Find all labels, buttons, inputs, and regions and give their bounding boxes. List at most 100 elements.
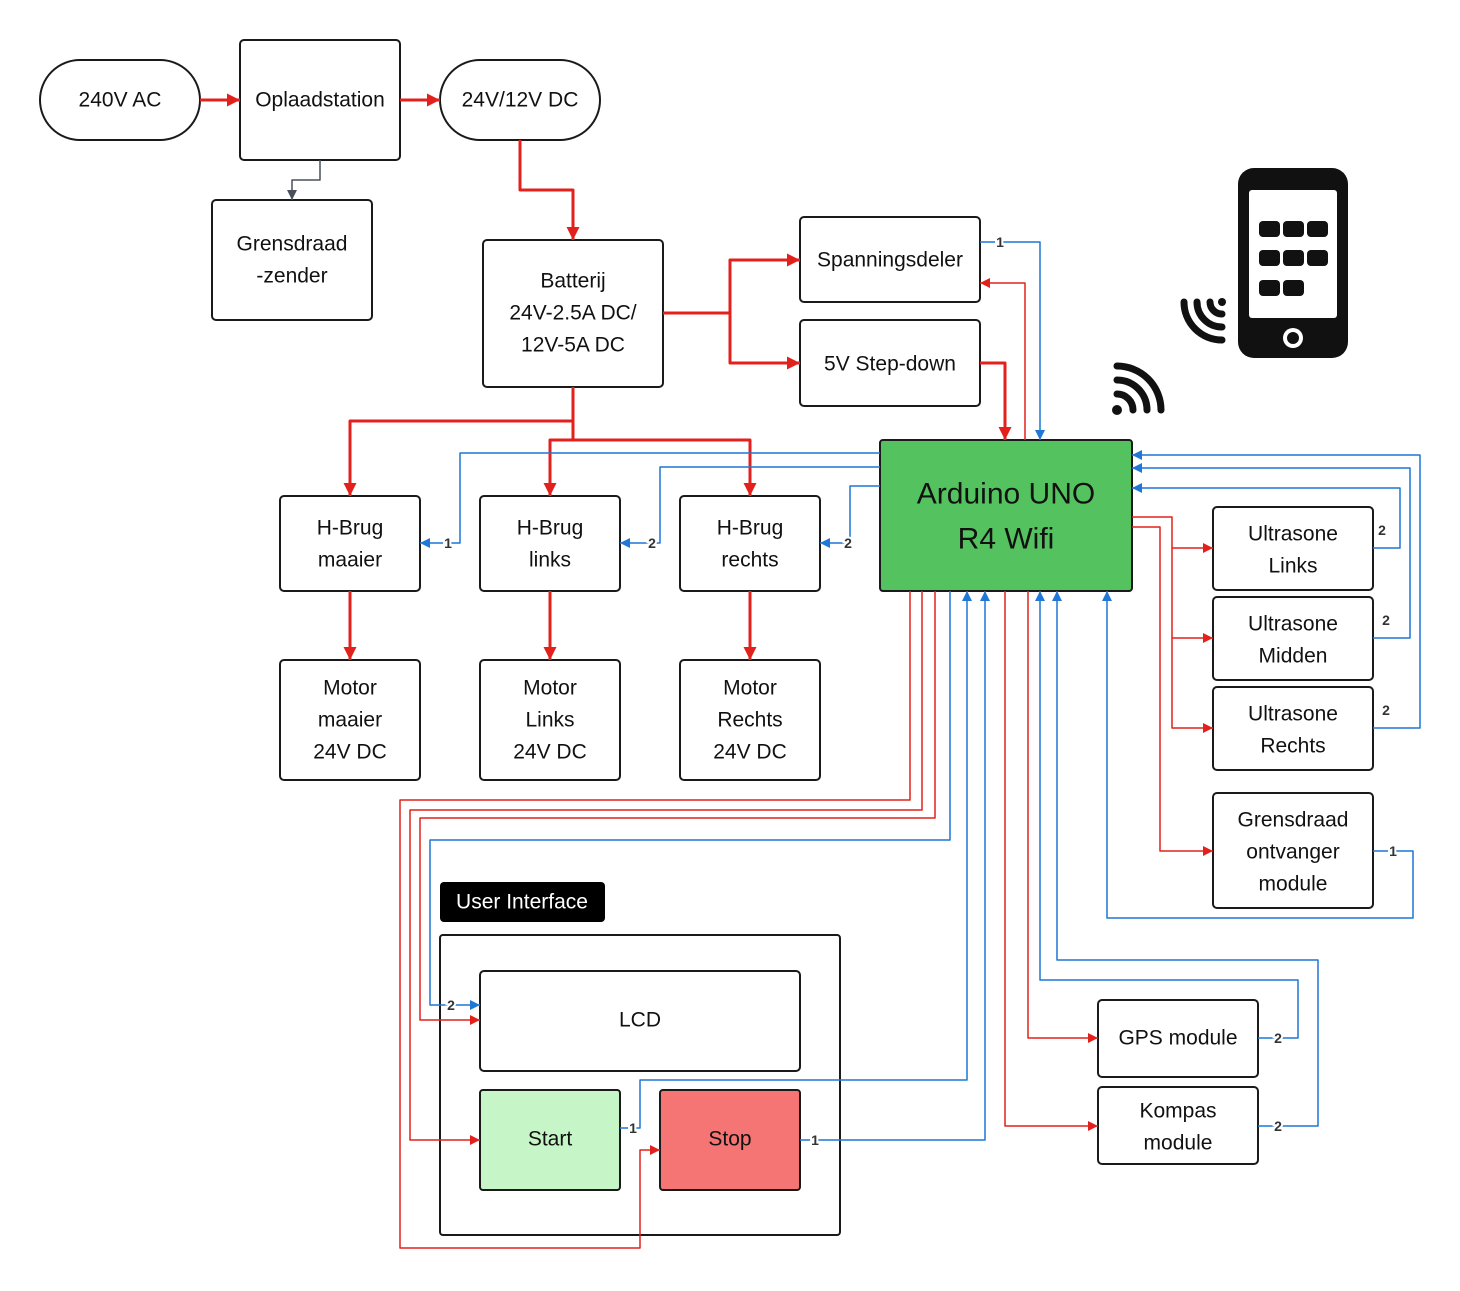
node-label: module (1144, 1132, 1213, 1155)
node-ultrasone-rechts: Ultrasone Rechts (1212, 686, 1374, 771)
edge-label: 2 (1382, 702, 1390, 718)
wifi-wave (1113, 376, 1151, 414)
node-label: 24V DC (713, 741, 787, 764)
edge-label: 2 (844, 535, 852, 551)
node-240v-ac: 240V AC (39, 59, 201, 141)
signal-edge-arduino-to-hbrug-links (620, 466, 880, 548)
power-edge-24v-12v-dc-to-batterij (518, 140, 580, 240)
node-label: -zender (256, 265, 327, 288)
node-start: Start (479, 1089, 621, 1191)
edge-label: 1 (996, 234, 1004, 250)
edge-label: 2 (1378, 522, 1386, 538)
power-edge-arduino-to-ultrasone-midden (1171, 548, 1213, 643)
signal-edge-grensdraad-ontvanger-to-arduino (1102, 591, 1414, 919)
node-label: Motor (323, 677, 377, 700)
group-title-background (440, 882, 605, 922)
signal-wave (1206, 298, 1226, 318)
signal-edge-arduino-to-lcd (429, 591, 951, 1010)
node-box (479, 970, 801, 1072)
node-label: Motor (723, 677, 777, 700)
node-label: Spanningsdeler (817, 249, 963, 272)
edge-label: 2 (447, 997, 455, 1013)
node-box (1212, 506, 1374, 591)
app-tile (1283, 280, 1304, 296)
power-edge-arduino-to-stop (399, 591, 911, 1249)
node-label: Motor (523, 677, 577, 700)
node-hbrug-maaier: H-Brug maaier (279, 495, 421, 592)
signal-edge-arduino-to-hbrug-maaier (420, 452, 880, 548)
edge-labels: 1 1 2 2 2 2 2 1 2 2 2 1 1 (442, 232, 1399, 1150)
node-label: 5V Step-down (824, 353, 956, 376)
power-edge-arduino-to-spanningsdeler (980, 278, 1026, 440)
node-label: Kompas (1139, 1100, 1216, 1123)
node-label: links (529, 549, 571, 572)
node-label: 24V/12V DC (462, 89, 579, 112)
node-lcd: LCD (479, 970, 801, 1072)
node-arduino-uno-r4-wifi: Arduino UNO R4 Wifi (879, 439, 1133, 592)
app-tile (1259, 250, 1280, 266)
power-edge-arduino-to-ultrasone-links (1132, 516, 1213, 553)
node-grensdraad-ontvanger-module: Grensdraad ontvanger module (1212, 792, 1374, 909)
node-label: Links (1268, 555, 1317, 578)
node-motor-links: Motor Links 24V DC (479, 659, 621, 781)
power-edge-arduino-to-lcd (419, 591, 936, 1025)
node-24v-12v-dc: 24V/12V DC (439, 59, 601, 141)
group-title: User Interface (456, 891, 588, 914)
smartphone-icon (1238, 168, 1348, 358)
signal-dot (1218, 298, 1226, 306)
signal-edges (420, 241, 1421, 1141)
power-edge-arduino-to-gps (1027, 591, 1098, 1043)
power-edge-5v-step-down-to-arduino (980, 361, 1012, 440)
node-stop: Stop (659, 1089, 801, 1191)
wifi-icon (1112, 362, 1165, 415)
node-box (479, 495, 621, 592)
node-label: 24V DC (313, 741, 387, 764)
node-label: Links (525, 709, 574, 732)
node-box (679, 495, 821, 592)
node-5v-step-down: 5V Step-down (799, 319, 981, 407)
signal-edge-ultrasone-rechts-to-arduino (1132, 450, 1421, 729)
node-label: H-Brug (517, 517, 584, 540)
node-motor-maaier: Motor maaier 24V DC (279, 659, 421, 781)
edge-label: 2 (1274, 1118, 1282, 1134)
power-edge-arduino-to-start (409, 591, 923, 1145)
wifi-wave (1113, 362, 1165, 414)
signal-edge-gps-to-arduino (1035, 591, 1299, 1039)
app-tile (1283, 221, 1304, 237)
node-label: module (1259, 873, 1328, 896)
node-label: Rechts (1260, 735, 1325, 758)
node-label: H-Brug (317, 517, 384, 540)
signal-edge-spanningsdeler-to-arduino (980, 241, 1045, 440)
edge-label: 1 (811, 1132, 819, 1148)
node-label: 24V-2.5A DC/ (509, 302, 636, 325)
power-edge-arduino-to-ultrasone-rechts (1171, 638, 1213, 733)
node-label: rechts (721, 549, 778, 572)
power-edge-batterij-to-hbrug-maaier (343, 387, 575, 496)
node-label: maaier (318, 709, 382, 732)
power-edge-arduino-to-kompas (1004, 591, 1098, 1131)
power-edge-batterij-to-spanningsdeler (663, 253, 800, 315)
app-tile (1307, 221, 1328, 237)
signal-edge-ultrasone-midden-to-arduino (1132, 463, 1411, 639)
node-box (879, 439, 1133, 592)
node-label: Rechts (717, 709, 782, 732)
wifi-wave (1113, 390, 1137, 414)
node-box (1212, 686, 1374, 771)
signal-edge-kompas-to-arduino (1052, 591, 1319, 1127)
power-edge-batterij-to-5v-step-down (728, 313, 800, 370)
signal-wave (1193, 298, 1226, 331)
home-button-center (1287, 332, 1299, 344)
edge-label: 1 (629, 1120, 637, 1136)
node-batterij: Batterij 24V-2.5A DC/ 12V-5A DC (482, 239, 664, 388)
node-ultrasone-links: Ultrasone Links (1212, 506, 1374, 591)
node-kompas-module: Kompas module (1097, 1086, 1259, 1165)
power-thin-edges (399, 278, 1213, 1249)
node-label: Start (528, 1128, 573, 1151)
signal-wave (1180, 298, 1226, 344)
edge-label: 2 (1382, 612, 1390, 628)
node-label: H-Brug (717, 517, 784, 540)
node-label: Oplaadstation (255, 89, 385, 112)
edge-label: 1 (1389, 843, 1397, 859)
signal-edge-start-to-arduino (620, 591, 972, 1129)
node-box (1212, 596, 1374, 681)
